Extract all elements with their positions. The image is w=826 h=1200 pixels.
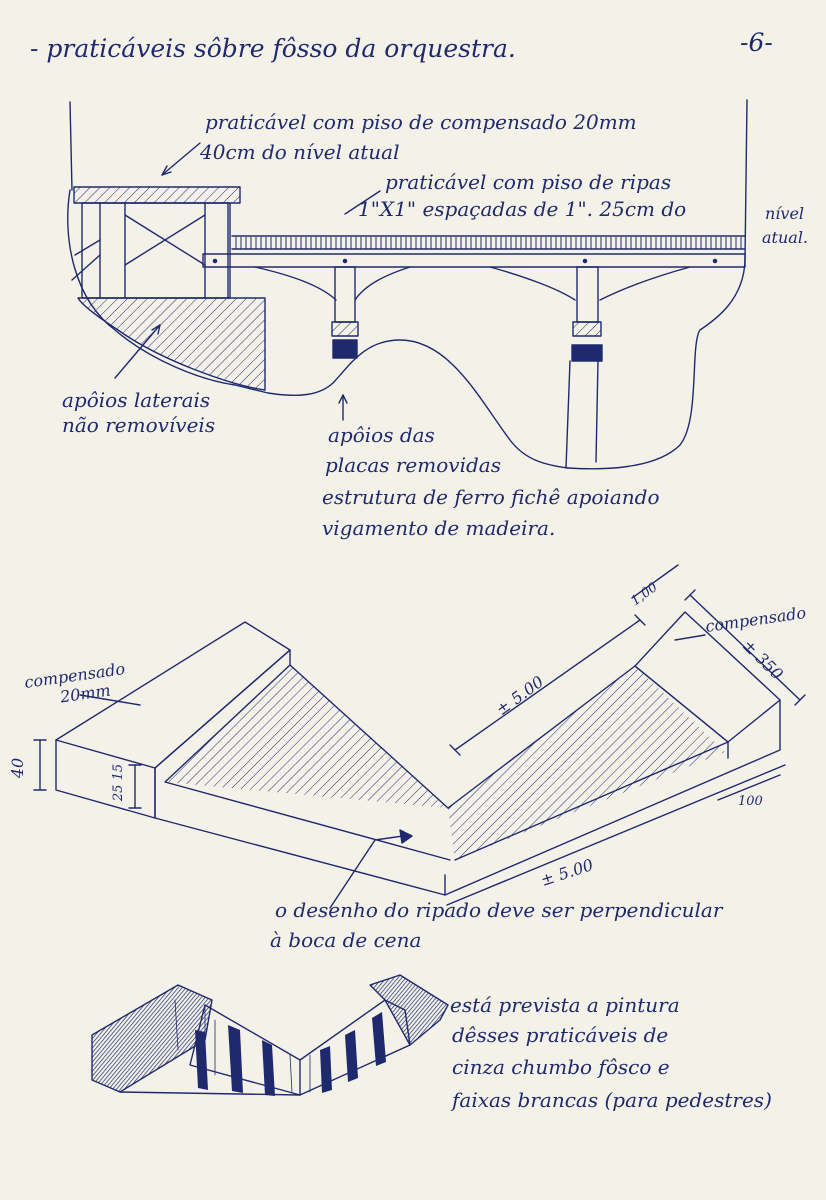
leader-plywood-right — [674, 634, 706, 641]
dim-length-bottom — [446, 764, 786, 906]
label-supports-line1: apôios das — [328, 423, 435, 447]
label-supports-line4: vigamento de madeira. — [322, 516, 556, 540]
main-beam — [202, 253, 746, 268]
painted-view — [91, 974, 449, 1096]
painted-left-block — [91, 984, 213, 1093]
leader-note — [329, 834, 411, 909]
section-left-edge — [69, 101, 73, 191]
plywood-top — [73, 186, 241, 204]
dim-width-bottom-label: 100 — [738, 794, 763, 809]
truss-posts — [254, 266, 691, 469]
label-lateral-line2: não removíveis — [62, 413, 216, 437]
page-number: -6- — [740, 28, 773, 57]
label-lateral-line1: apôios laterais — [62, 388, 211, 412]
paint-note-line2: dêsses praticáveis de — [452, 1023, 669, 1047]
dim-depth-right — [684, 589, 806, 706]
perspective-view — [33, 564, 806, 909]
section-right-edge — [567, 99, 748, 470]
dim-width-top — [631, 564, 679, 599]
painted-right-block — [369, 974, 449, 1046]
paint-note-line1: está prevista a pintura — [450, 993, 680, 1017]
leader-plywood-left — [79, 694, 141, 706]
label-slats-line3: nível — [765, 204, 805, 223]
left-platform-frame — [81, 202, 231, 299]
dim-height-label: 40 — [8, 757, 28, 779]
leader-slats — [344, 190, 381, 215]
leader-lateral — [114, 324, 161, 379]
dim-step-label: 25 15 — [111, 763, 127, 802]
paint-note-line3: cinza chumbo fôsco e — [452, 1055, 670, 1079]
leader-platform — [161, 142, 201, 176]
note-ripado-line1: o desenho do ripado deve ser perpendicul… — [275, 898, 723, 922]
pedestrian-stripes — [195, 1012, 386, 1096]
label-slats-line4: atual. — [762, 228, 809, 247]
section-view — [67, 99, 748, 470]
label-platform-line2: 40cm do nível atual — [200, 140, 400, 164]
dim-length-top — [449, 614, 646, 756]
paint-note-line4: faixas brancas (para pedestres) — [452, 1088, 772, 1112]
page-title: - praticáveis sôbre fôsso da orquestra. — [30, 34, 516, 63]
dim-height — [33, 739, 47, 791]
note-ripado-line2: à boca de cena — [270, 928, 422, 952]
label-platform-line1: praticável com piso de compensado 20mm — [205, 110, 637, 134]
lateral-support-hatch — [77, 297, 266, 391]
dim-step — [128, 764, 142, 809]
label-supports-line2: placas removidas — [325, 453, 501, 477]
label-slats-line2: 1"X1" espaçadas de 1". 25cm do — [358, 197, 687, 221]
slatted-floor — [231, 235, 746, 250]
label-supports-line3: estrutura de ferro fichê apoiando — [322, 485, 660, 509]
dim-width-bottom — [717, 774, 781, 801]
label-slats-line1: praticável com piso de ripas — [385, 170, 672, 194]
